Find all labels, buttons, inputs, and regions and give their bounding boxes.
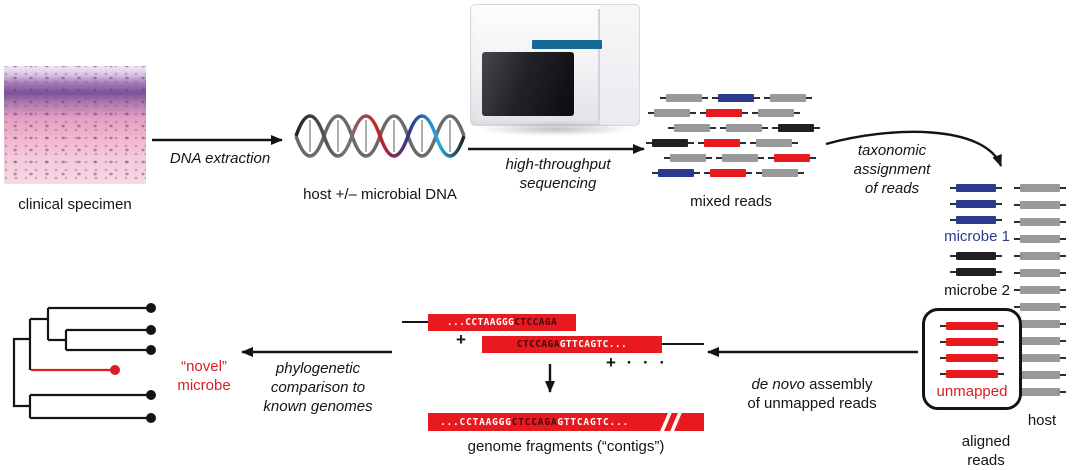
read-blue [950,216,1002,224]
read-red [940,338,1004,346]
sequencer-side-panel [600,5,639,125]
read-red [940,354,1004,362]
read-gray [1014,388,1066,396]
read-red [700,109,748,117]
read-red [940,322,1004,330]
read-gray [660,94,708,102]
read-blue [712,94,760,102]
read-blue [950,184,1002,192]
read-gray [1014,337,1066,345]
clinical-specimen-image [4,66,146,184]
denovo-assembly-label: de novo assembly of unmapped reads [747,357,876,432]
denovo-italic: de novo [751,375,805,393]
read-gray [750,139,798,147]
taxonomic-assignment-label: taxonomic assignment of reads [853,142,931,197]
read-red [940,370,1004,378]
mixed-reads-row [652,169,820,177]
phylogenetic-tree [12,303,156,423]
aligned-reads-label: aligned reads [961,433,1011,469]
denovo-rest: assembly [804,375,873,393]
contig2-seq: GTTCAGTC... [559,339,628,350]
read-gray [1014,201,1066,209]
dna-extraction-label: DNA extraction [169,150,271,167]
read-gray [1014,269,1066,277]
read-gray [756,169,804,177]
read-gray [1014,303,1066,311]
plus-ellipsis: + · · · [606,353,669,372]
plus-sign: + [456,330,469,349]
sequencer-seam [598,9,600,121]
read-black [772,124,820,132]
contig1-seq: ...CCTAAGGG [446,317,515,328]
sequencing-label: high-throughput sequencing [505,156,611,192]
mixed-reads-row [660,94,820,102]
sequencer-front-panel [482,52,574,116]
denovo-line2: of unmapped reads [747,394,877,412]
merged-seq-left: ...CCTAAGGG [440,416,512,428]
clinical-specimen-label: clinical specimen [18,196,132,213]
mixed-reads-row [668,124,820,132]
read-gray [1014,354,1066,362]
read-gray [720,124,768,132]
novel-microbe-label: “novel” microbe [177,358,231,394]
unmapped-label: unmapped [936,383,1008,400]
read-gray [1014,218,1066,226]
read-gray [1014,184,1066,192]
read-black [950,252,1002,260]
unmapped-reads [940,322,1004,378]
mixed-reads-row [664,154,820,162]
read-red [768,154,816,162]
read-red [698,139,746,147]
contig1-overlap-seq: CTCCAGA [514,317,558,328]
read-gray [668,124,716,132]
contig2-overlap-seq: CTCCAGA [516,339,560,350]
read-blue [950,200,1002,208]
sequencer-shadow [476,122,634,136]
read-gray [648,109,696,117]
read-gray [764,94,812,102]
read-gray [1014,252,1066,260]
merged-overlap-seq: CTCCAGA [511,416,558,428]
mixed-reads-row [648,109,820,117]
phylogenetic-comparison-label: phylogenetic comparison to known genomes [263,360,373,415]
sequencer-blue-stripe [532,40,602,49]
read-red [704,169,752,177]
read-black [950,268,1002,276]
mixed-reads-row [646,139,820,147]
read-gray [752,109,800,117]
dna-helix-icon [294,114,466,158]
mixed-reads [646,94,820,184]
read-gray [716,154,764,162]
mixed-reads-label: mixed reads [690,193,772,210]
read-blue [652,169,700,177]
microbe2-reads [950,252,1002,276]
microbe1-label: microbe 1 [944,228,1010,245]
read-gray [664,154,712,162]
contigs-caption: genome fragments (“contigs”) [467,438,665,455]
merged-seq-right: GTTCAGTC... [557,416,630,428]
unmapped-box: unmapped [922,308,1022,410]
host-dna-label: host +/– microbial DNA [303,186,457,203]
microbe1-reads [950,184,1002,224]
read-gray [1014,371,1066,379]
host-label: host [1027,412,1057,429]
read-gray [1014,286,1066,294]
read-black [646,139,694,147]
host-reads [1014,184,1066,396]
microbe2-label: microbe 2 [944,282,1010,299]
tree-tip-dots [146,303,156,423]
read-gray [1014,235,1066,243]
novel-microbe-dot [110,365,120,375]
sequencer-image [470,4,640,138]
read-gray [1014,320,1066,328]
